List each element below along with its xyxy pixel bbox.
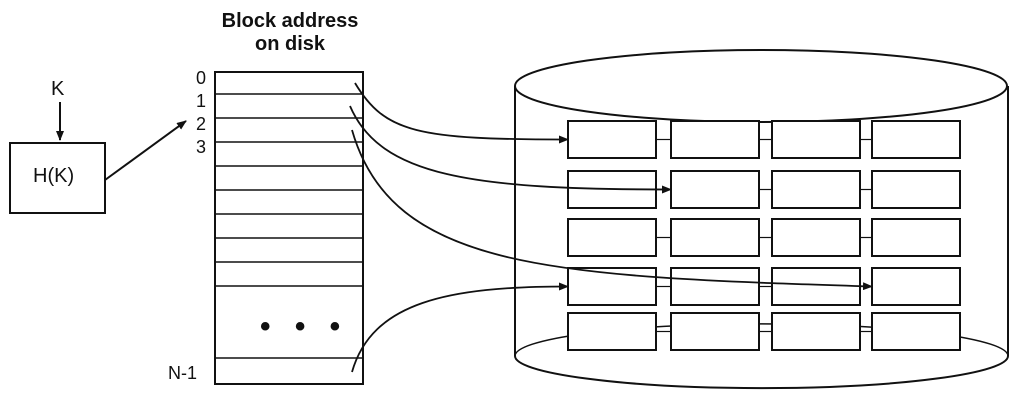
disk-block (872, 219, 960, 256)
ellipsis: • • • (260, 310, 348, 344)
disk-block (671, 219, 759, 256)
disk-top (515, 50, 1007, 122)
disk-block (568, 121, 656, 158)
disk-block (872, 313, 960, 350)
disk-block (772, 121, 860, 158)
disk-block (872, 171, 960, 208)
disk-block-grid (568, 121, 960, 350)
bucket-index-1: 1 (196, 91, 206, 111)
disk-block (671, 171, 759, 208)
disk-block (671, 268, 759, 305)
disk-block (772, 171, 860, 208)
disk-block (568, 313, 656, 350)
bucket-index-2: 2 (196, 114, 206, 134)
disk-block (872, 121, 960, 158)
hash-to-bucket-arrow (105, 121, 186, 180)
hash-function-label: H(K) (33, 165, 74, 188)
disk-bottom (515, 356, 1008, 388)
title-line-2: on disk (190, 33, 390, 55)
disk-block (772, 219, 860, 256)
disk-block (568, 219, 656, 256)
bucket-index-3: 3 (196, 137, 206, 157)
pointer-arrow (352, 287, 568, 373)
bucket-index-0: 0 (196, 68, 206, 88)
title-line-1: Block address (190, 10, 390, 32)
disk-block (772, 313, 860, 350)
disk-block (671, 121, 759, 158)
bucket-index-last: N-1 (168, 363, 197, 383)
disk-block (671, 313, 759, 350)
key-label: K (51, 78, 64, 101)
disk-block (872, 268, 960, 305)
